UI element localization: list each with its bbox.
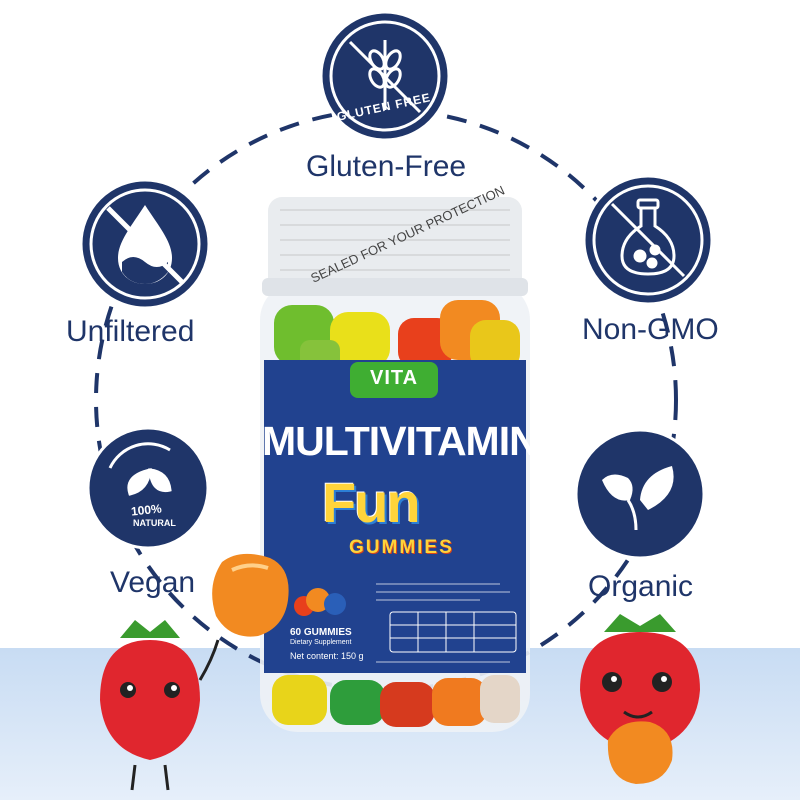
wheat-crossed-icon (348, 40, 422, 114)
product-brand: VITA (370, 367, 419, 389)
feature-label-non-gmo: Non-GMO (582, 313, 719, 346)
product-fun-logo: Fun (322, 471, 421, 534)
gummies-bottom (272, 675, 520, 727)
gummy-jar: SEALED FOR YOUR PROTECTION (260, 183, 530, 732)
feature-label-vegan: Vegan (110, 566, 196, 599)
natural-word-text: NATURAL (133, 518, 176, 528)
nutrition-table (389, 611, 517, 653)
text-lines (376, 583, 510, 663)
label-mascots (294, 588, 346, 616)
product-title: MULTIVITAMIN (262, 418, 539, 464)
feature-label-unfiltered: Unfiltered (66, 315, 195, 348)
feature-label-gluten-free: Gluten-Free (306, 150, 467, 183)
water-drop-crossed-icon (106, 205, 184, 284)
product-subtitle: Dietary Supplement (290, 639, 352, 646)
leaf-icon (108, 442, 172, 496)
left-strawberry (100, 620, 220, 791)
vegan-badge (86, 426, 210, 550)
leaves-icon (602, 466, 674, 531)
product-count: 60 GUMMIES (290, 627, 352, 638)
product-net-content: Net content: 150 g (290, 651, 364, 661)
flask-crossed-icon (610, 198, 686, 278)
product-gummies-logo: GUMMIES (349, 537, 454, 558)
organic-badge (574, 428, 706, 560)
right-strawberry (580, 614, 700, 784)
floating-gummy (212, 553, 289, 637)
feature-label-organic: Organic (588, 570, 694, 603)
seal-pattern (280, 209, 510, 271)
